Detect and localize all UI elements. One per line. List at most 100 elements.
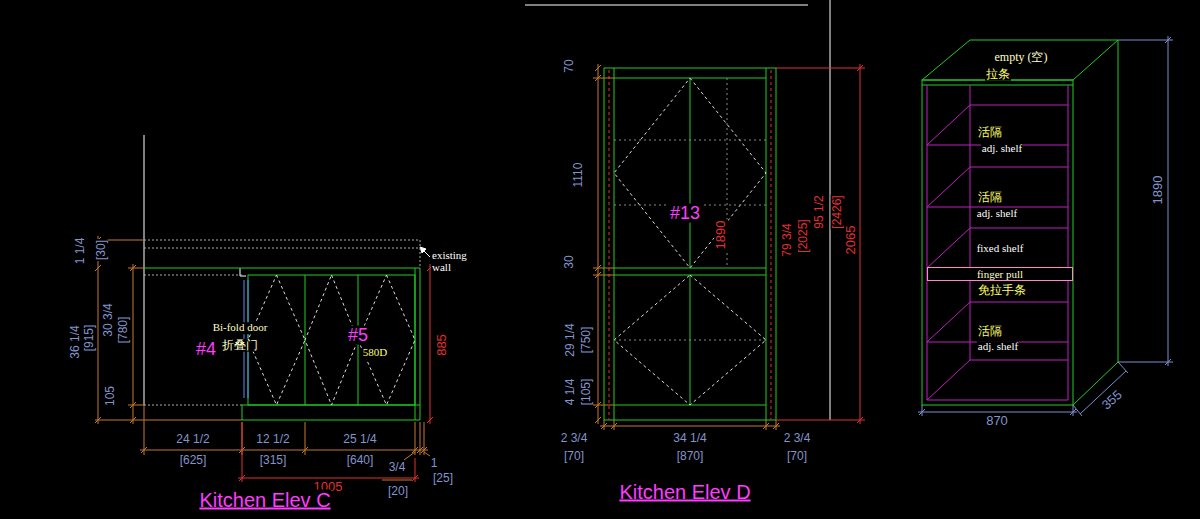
existing-wall-line	[420, 247, 426, 253]
hidden-side-lines	[609, 70, 771, 420]
dimension: 34 1/4	[672, 432, 707, 445]
existing-wall-line	[421, 248, 430, 257]
dimension: 25 1/4	[342, 433, 377, 446]
dimension: [750]	[580, 326, 593, 355]
dimension: 30	[563, 254, 576, 269]
dimension: 355	[1099, 387, 1126, 413]
countertop-dotted	[144, 275, 242, 276]
red-dimension-lines	[430, 264, 431, 424]
dimension: 95 1/2	[813, 194, 826, 229]
base-cabinet	[415, 268, 416, 420]
dimension: 870	[985, 414, 1009, 428]
cabinet-carcass	[922, 80, 1073, 405]
dimension: 4 1/4	[564, 378, 577, 407]
red-dimension-lines	[238, 478, 419, 479]
dimension: [70]	[563, 450, 585, 463]
depth-note: 580D	[362, 347, 388, 359]
dimension: 1890	[714, 220, 728, 251]
part-name: 活隔	[977, 126, 1003, 139]
reference-lines	[525, 0, 830, 420]
dimension: 36 1/4	[69, 324, 82, 359]
dimension-lines	[144, 405, 145, 455]
dimension: 1 1/4	[74, 237, 87, 266]
dimension-lines	[95, 420, 242, 421]
cabinet-interior	[927, 400, 1068, 401]
countertop-dotted	[144, 240, 420, 405]
dimension-lines	[593, 64, 780, 430]
dimension-lines	[922, 405, 923, 416]
view-title: Kitchen Elev D	[618, 482, 751, 503]
dimension: 70	[563, 58, 576, 73]
cabinet-interior	[927, 302, 970, 342]
finger-pull-band: finger pull	[927, 267, 1073, 281]
countertop-dotted	[144, 240, 420, 241]
dimension: 2 3/4	[783, 432, 812, 445]
dimension-lines	[1118, 40, 1173, 41]
cabinet-interior	[927, 167, 970, 207]
dimension-lines	[595, 65, 601, 71]
base-cabinet	[242, 420, 420, 421]
cabinet-interior	[927, 228, 970, 268]
tall-cabinet	[690, 78, 691, 268]
countertop-dotted	[420, 240, 421, 268]
dimension-lines	[918, 36, 1173, 416]
dimension: [625]	[179, 454, 208, 467]
dimension: [640]	[346, 454, 375, 467]
callout-number: #13	[669, 204, 701, 223]
part-name: fixed shelf	[976, 243, 1025, 255]
dimension-lines	[130, 417, 136, 423]
dimension-lines	[95, 236, 430, 480]
dimension: 105	[104, 385, 117, 407]
dimension-lines	[593, 405, 614, 406]
cabinet-carcass	[1073, 40, 1118, 405]
dimension: [2025]	[797, 218, 810, 253]
dimension-lines	[593, 78, 614, 79]
dimension-lines	[593, 275, 614, 276]
dimension-lines	[611, 423, 617, 429]
dimension-lines	[598, 64, 599, 424]
part-name: 活隔	[977, 191, 1003, 204]
dimension-lines	[1165, 359, 1171, 365]
dimension-lines	[1168, 36, 1169, 366]
callout-number: #4	[195, 340, 217, 359]
base-cabinet	[144, 268, 420, 269]
callout-number: #5	[347, 326, 369, 345]
red-dimension-lines	[776, 68, 865, 69]
dimension: 2 3/4	[560, 432, 589, 445]
shelf-hidden-lines	[614, 140, 766, 141]
door-swing-diamond	[248, 275, 415, 405]
dimension-lines	[95, 265, 101, 271]
part-name: adj. shelf	[976, 208, 1018, 220]
cabinet-interior	[927, 360, 970, 400]
base-cabinet	[420, 268, 421, 420]
door-swing-diamond	[614, 78, 766, 405]
red-dimension-lines	[427, 417, 433, 423]
note: empty (空)	[994, 51, 1049, 64]
dimension: [30]	[95, 239, 108, 261]
dimension-lines	[98, 236, 99, 424]
dimension: [25]	[432, 472, 454, 485]
tall-cabinet	[604, 68, 776, 420]
existing-wall-line	[240, 276, 246, 277]
dimension-lines	[424, 452, 430, 456]
dimension: [780]	[117, 316, 130, 345]
band-label: finger pull	[977, 268, 1023, 280]
cabinet-interior	[970, 228, 1068, 229]
hidden-side-lines	[609, 70, 610, 420]
dimension: [915]	[83, 324, 96, 353]
dimension: 885	[435, 333, 449, 357]
dimension: [315]	[259, 454, 288, 467]
red-dimension-lines	[776, 64, 865, 424]
dimension-lines	[763, 423, 769, 429]
dimension: 2065	[844, 225, 858, 256]
base-cabinet	[248, 275, 415, 405]
view-title: Kitchen Elev C	[198, 490, 331, 511]
tall-cabinet	[604, 68, 776, 420]
door-swing-diamond	[614, 275, 766, 405]
dimension: 30 3/4	[102, 302, 115, 337]
dimension: 3/4	[388, 461, 407, 474]
door-label: Bi-fold door	[212, 322, 269, 334]
red-dimension-lines	[412, 475, 418, 481]
dimension-lines	[600, 426, 780, 427]
dimension: [870]	[676, 450, 705, 463]
